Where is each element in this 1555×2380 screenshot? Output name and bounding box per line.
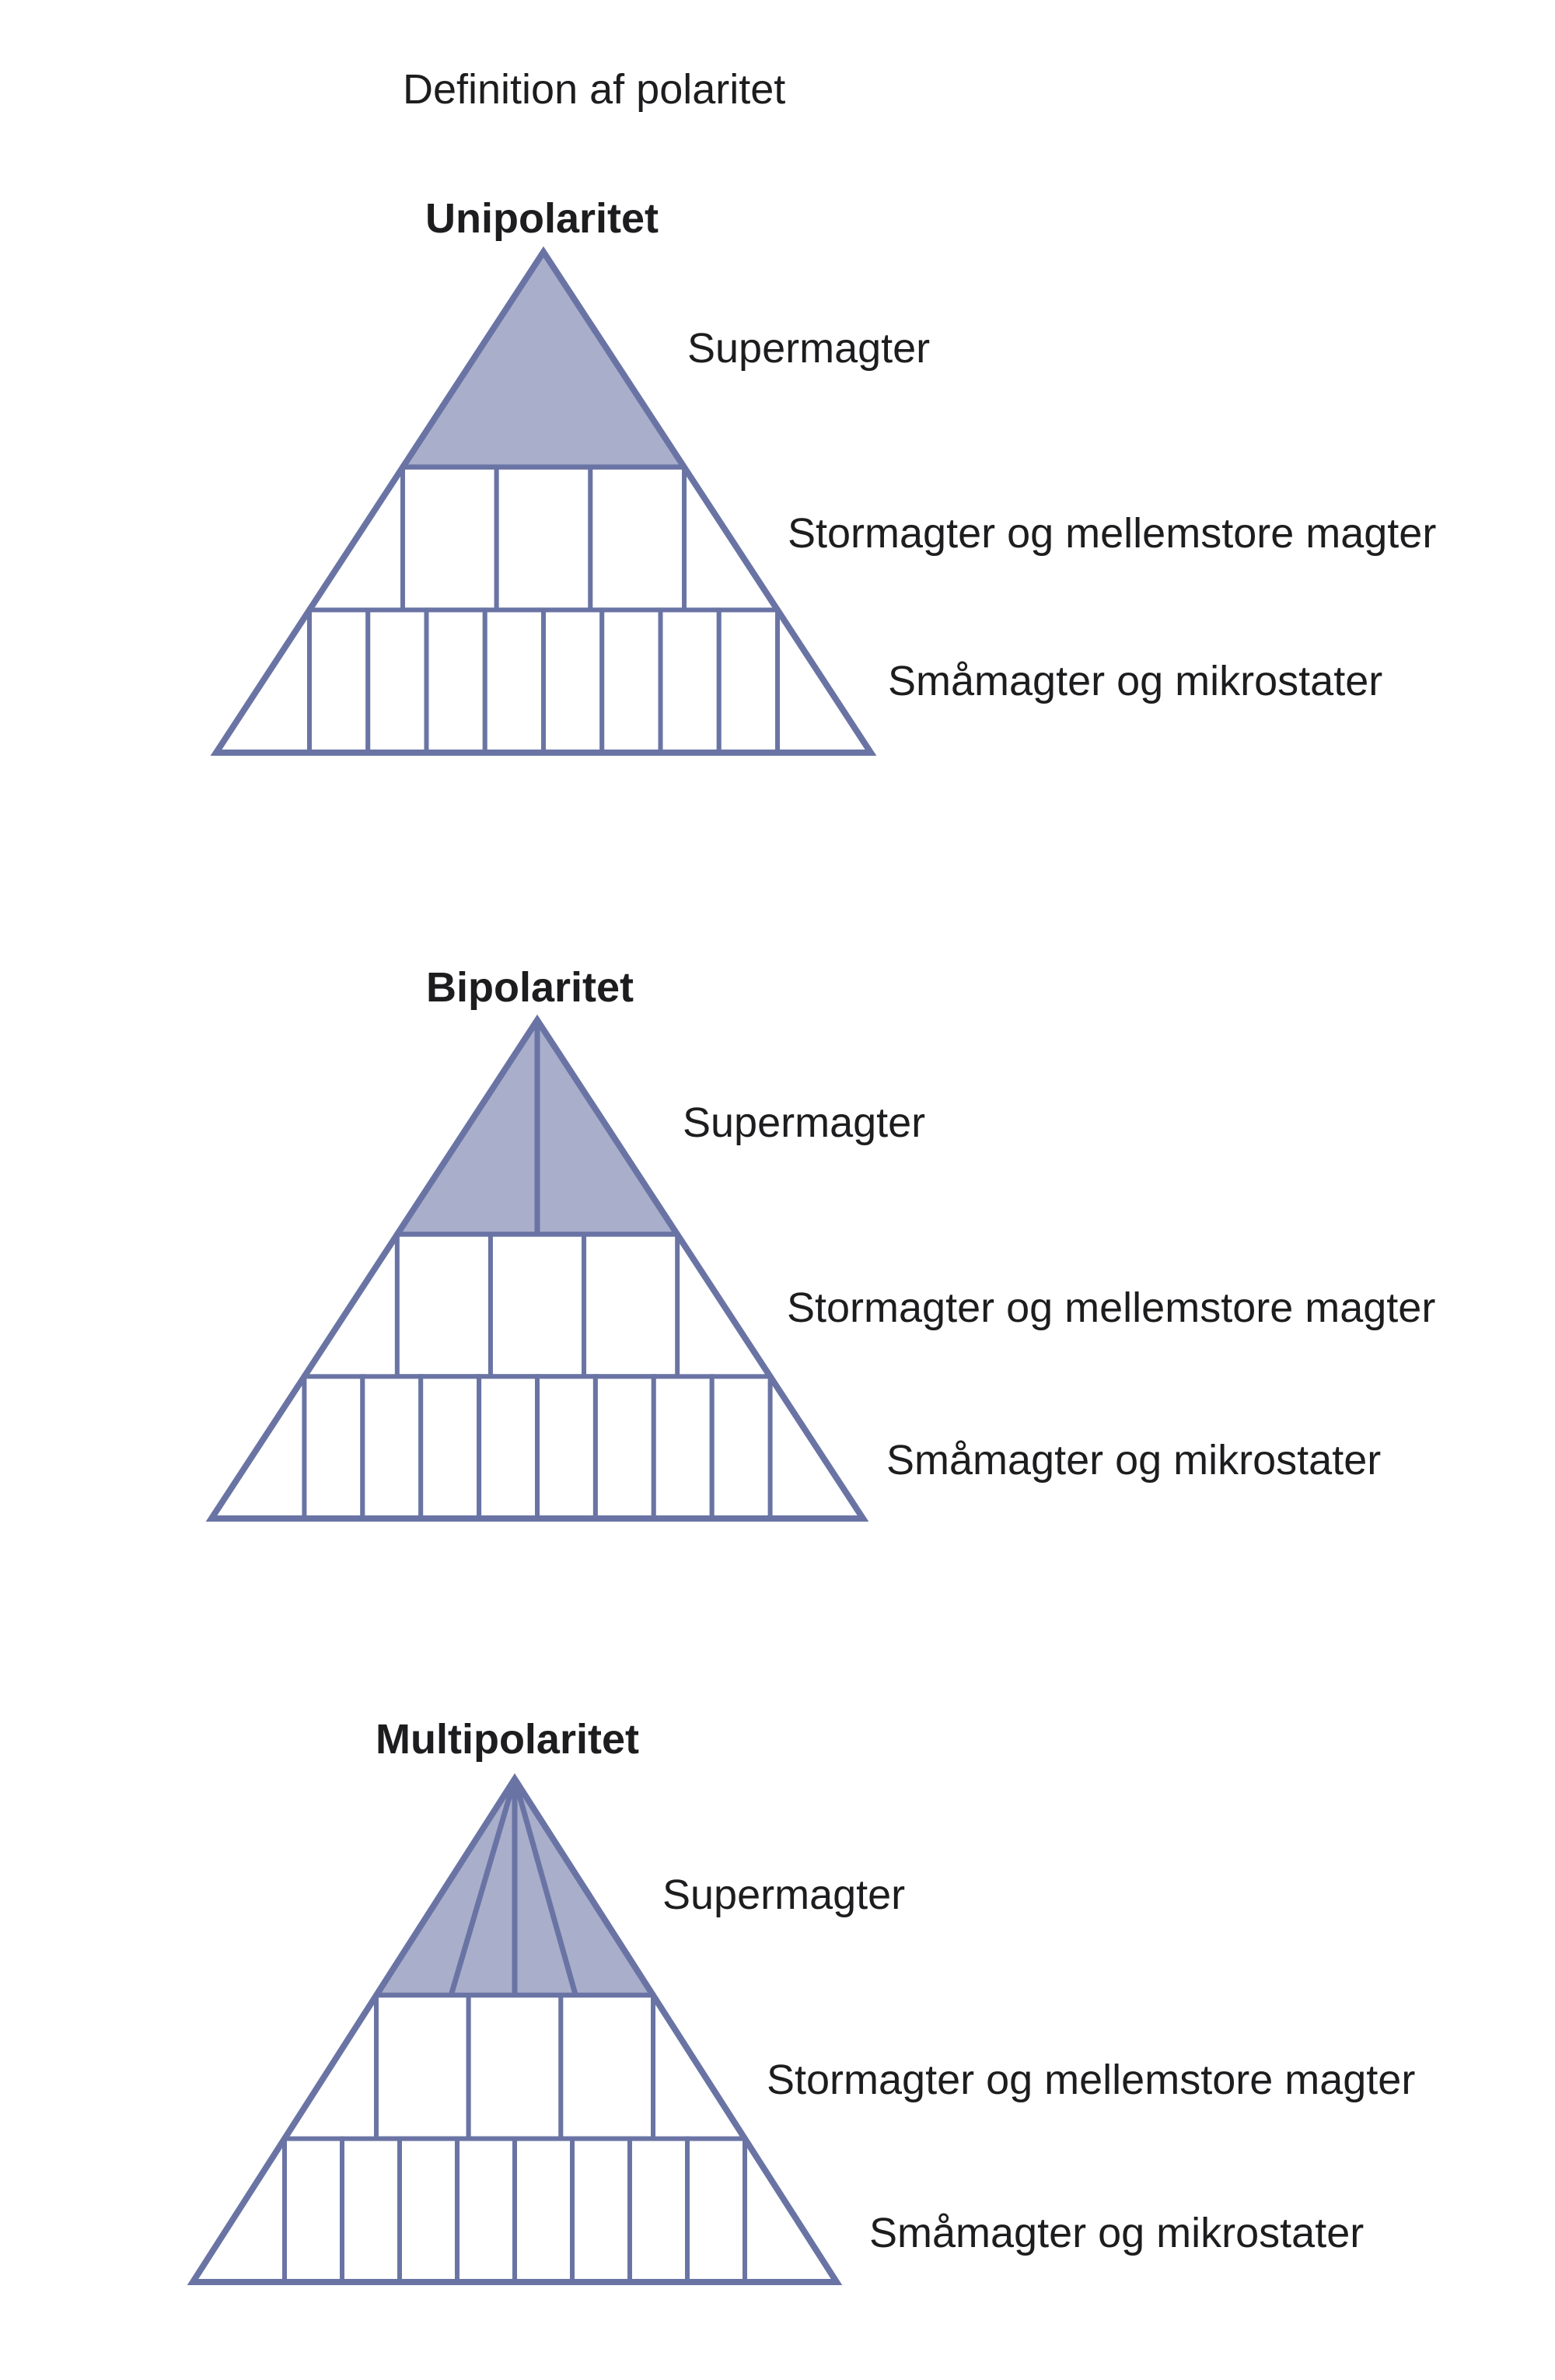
stormagt-cell [466, 1993, 564, 2141]
supermagt-divider [448, 1778, 518, 1997]
smaamagt-cell [599, 607, 663, 756]
smaamagt-cell [454, 2136, 517, 2284]
heading-multipolaritet: Multipolaritet [376, 1716, 639, 1763]
smaamagt-cell [281, 2136, 344, 2284]
smaamagt-cell [477, 1374, 540, 1521]
stormagt-cell [373, 1993, 471, 2141]
smaamagt-cell [535, 1374, 598, 1521]
heading-bipolaritet: Bipolaritet [426, 964, 634, 1011]
multipolaritet-pyramid [187, 1773, 843, 2285]
smaamagt-cell [592, 1374, 656, 1521]
supermagter-tier [397, 246, 690, 470]
smaamagt-cell [651, 1374, 715, 1521]
label-supermagter-multipolaritet: Supermagter [662, 1871, 906, 1918]
stormagt-cell [487, 1232, 587, 1379]
smaamagt-cell [397, 2136, 460, 2284]
smaamagt-cell [570, 2136, 633, 2284]
stormagt-cell [558, 1993, 656, 2141]
stormagt-cell [494, 464, 593, 613]
smaamagt-cell [512, 2136, 575, 2284]
smaamagt-cell [360, 1374, 424, 1521]
smaamagt-cell [541, 607, 605, 756]
label-supermagter-bipolaritet: Supermagter [683, 1099, 926, 1146]
smaamagt-cell [339, 2136, 402, 2284]
label-stormagter-bipolaritet: Stormagter og mellemstore magter [787, 1284, 1436, 1331]
label-smaamagter-bipolaritet: Småmagter og mikrostater [886, 1437, 1382, 1484]
smaamagt-cell [302, 1374, 365, 1521]
smaamagt-cell [365, 607, 429, 756]
smaamagt-cell [306, 607, 371, 756]
stormagt-cell [582, 1232, 680, 1379]
unipolaritet-pyramid [210, 246, 877, 756]
smaamagt-cell [627, 2136, 690, 2284]
supermagt-divider [512, 1778, 578, 1997]
stormagt-cell [588, 464, 687, 613]
stormagt-cell [400, 464, 499, 613]
smaamagt-cell [716, 607, 781, 756]
heading-unipolaritet: Unipolaritet [425, 195, 659, 242]
label-smaamagter-multipolaritet: Småmagter og mikrostater [869, 2210, 1365, 2256]
smaamagt-cell [418, 1374, 482, 1521]
smaamagt-cell [709, 1374, 773, 1521]
page-title: Definition af polaritet [403, 66, 786, 113]
smaamagt-cell [658, 607, 722, 756]
bipolaritet-pyramid [205, 1014, 869, 1522]
smaamagt-cell [685, 2136, 748, 2284]
label-stormagter-multipolaritet: Stormagter og mellemstore magter [767, 2057, 1416, 2103]
smaamagt-cell [424, 607, 487, 756]
stormagt-cell [394, 1232, 493, 1379]
label-supermagter-unipolaritet: Supermagter [687, 325, 931, 372]
pyramid-outline [187, 1773, 843, 2285]
label-stormagter-unipolaritet: Stormagter og mellemstore magter [788, 510, 1437, 557]
smaamagt-cell [482, 607, 547, 756]
pyramid-outline [210, 246, 877, 756]
pyramid-outline [205, 1014, 869, 1522]
label-smaamagter-unipolaritet: Småmagter og mikrostater [888, 658, 1383, 704]
